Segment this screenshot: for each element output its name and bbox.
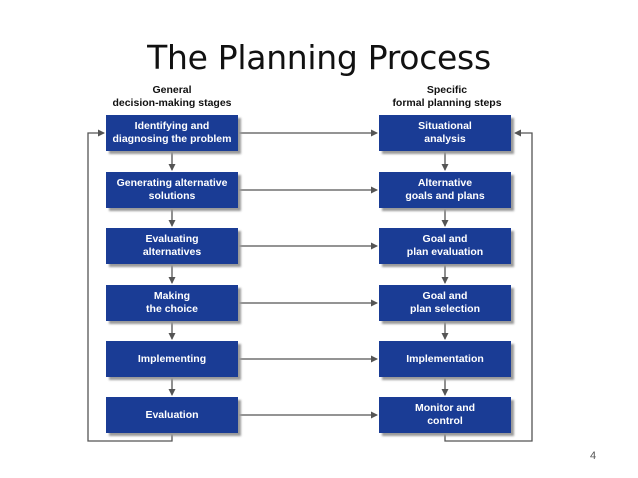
left-step-4-label: Making the choice bbox=[146, 290, 198, 315]
left-step-3: Evaluating alternatives bbox=[106, 228, 238, 264]
left-step-3-label: Evaluating alternatives bbox=[142, 233, 202, 258]
left-step-1-label: Identifying and diagnosing the problem bbox=[112, 120, 232, 145]
page-title: The Planning Process bbox=[147, 38, 491, 77]
left-step-5: Implementing bbox=[106, 341, 238, 377]
left-feedback-loop bbox=[87, 129, 173, 442]
right-step-3: Goal and plan evaluation bbox=[379, 228, 511, 264]
right-step-6-label: Monitor and control bbox=[414, 402, 476, 427]
right-heading-line-2: formal planning steps bbox=[392, 97, 502, 109]
left-step-5-label: Implementing bbox=[137, 352, 207, 365]
right-step-5-label: Implementation bbox=[406, 352, 484, 365]
right-step-6: Monitor and control bbox=[379, 397, 511, 433]
right-step-2-label: Alternative goals and plans bbox=[405, 177, 485, 202]
left-step-4: Making the choice bbox=[106, 285, 238, 321]
left-heading-line-1: General bbox=[152, 84, 192, 96]
right-step-2: Alternative goals and plans bbox=[379, 172, 511, 208]
left-step-6-label: Evaluation bbox=[145, 408, 199, 421]
right-column-heading: Specific formal planning steps bbox=[374, 84, 520, 110]
right-step-1-label: Situational analysis bbox=[418, 120, 472, 145]
right-feedback-loop bbox=[444, 129, 533, 442]
right-step-3-label: Goal and plan evaluation bbox=[406, 233, 484, 258]
right-step-4: Goal and plan selection bbox=[379, 285, 511, 321]
left-step-2: Generating alternative solutions bbox=[106, 172, 238, 208]
right-step-5: Implementation bbox=[379, 341, 511, 377]
left-heading-line-2: decision-making stages bbox=[112, 97, 232, 109]
left-step-2-label: Generating alternative solutions bbox=[116, 177, 228, 202]
right-step-4-label: Goal and plan selection bbox=[409, 290, 481, 315]
right-step-1: Situational analysis bbox=[379, 115, 511, 151]
left-column-heading: General decision-making stages bbox=[96, 84, 248, 110]
page-number: 4 bbox=[590, 450, 597, 462]
right-heading-line-1: Specific bbox=[426, 84, 468, 96]
left-step-1: Identifying and diagnosing the problem bbox=[106, 115, 238, 151]
left-step-6: Evaluation bbox=[106, 397, 238, 433]
